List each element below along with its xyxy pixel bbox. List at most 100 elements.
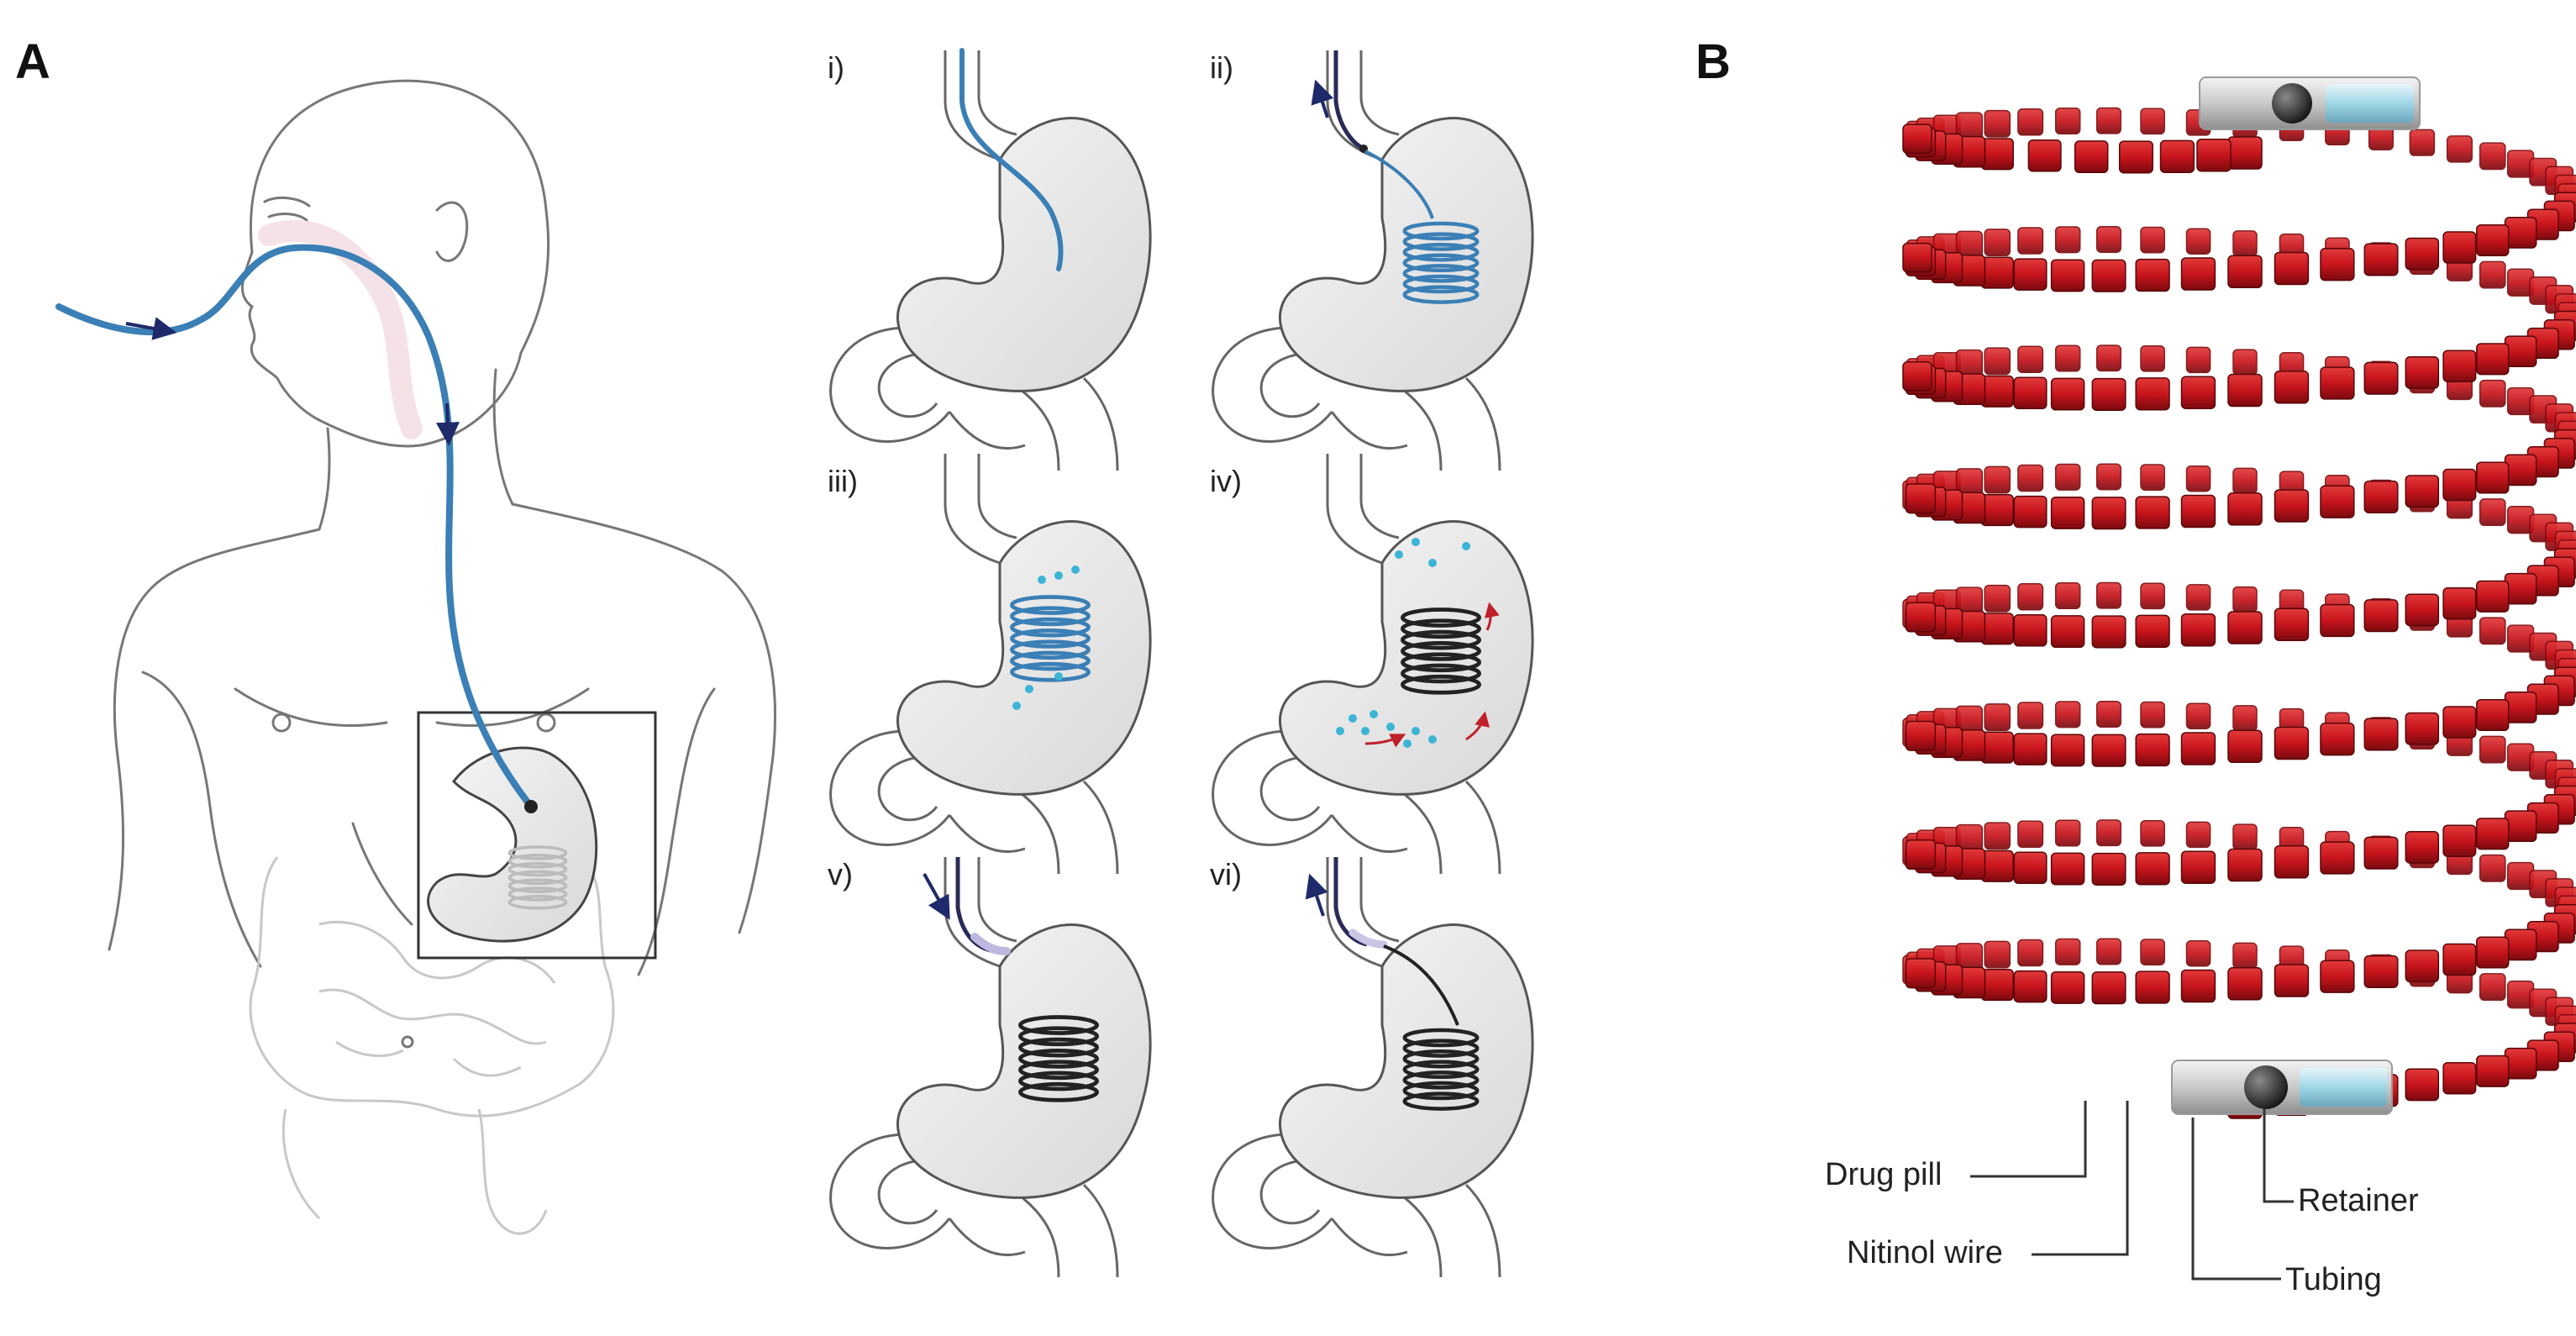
drug-pill-segment: [2140, 939, 2165, 965]
drug-pill-segment: [2135, 970, 2170, 1004]
drug-pill-segment: [2227, 492, 2263, 526]
drug-pill-segment: [2476, 580, 2510, 613]
drug-pill-segment: [2227, 611, 2263, 644]
drug-pill-segment: [2442, 586, 2477, 620]
drug-pill-segment: [2446, 135, 2473, 163]
drug-pill-segment: [2363, 718, 2399, 751]
drug-pill-segment: [2227, 373, 2263, 408]
drug-pill-segment: [2363, 955, 2399, 988]
drug-pill-segment: [2476, 1055, 2510, 1087]
drug-pill-segment: [2017, 345, 2044, 374]
drug-pill-segment: [2013, 733, 2048, 765]
drug-pill-segment: [2091, 971, 2127, 1005]
drug-pill-segment: [1984, 703, 2011, 732]
step-label-v: v): [828, 857, 853, 892]
drug-pill-segment: [1905, 839, 1937, 871]
drug-pill-segment: [2274, 489, 2310, 523]
drug-pill-segment: [2185, 702, 2211, 729]
drug-pill-segment: [2232, 467, 2258, 495]
drug-pill-segment: [1984, 229, 2011, 257]
drug-pill-segment: [2232, 705, 2258, 732]
drug-pill-segment: [2180, 969, 2216, 1003]
drug-pill-segment: [2135, 852, 2170, 886]
down-arrow: [436, 402, 460, 446]
step-label-iv: iv): [1210, 464, 1242, 498]
drug-pill-segment: [2363, 836, 2399, 870]
tube-tip: [524, 800, 538, 813]
drug-pill-segment: [2135, 614, 2170, 648]
drug-pill-segment: [2017, 820, 2044, 849]
drug-pill-segment: [2050, 496, 2085, 529]
drug-pill-segment: [2479, 142, 2506, 171]
step-iv-stomach: [1212, 452, 1534, 876]
drug-pill-segment: [2017, 464, 2044, 492]
drug-pill-segment: [2409, 129, 2436, 156]
drug-pill-segment: [2091, 497, 2127, 530]
drug-pill-segment: [2050, 615, 2085, 649]
callout-nitinol-wire: Nitinol wire: [1847, 1235, 2003, 1270]
drug-pill-segment: [2320, 603, 2355, 638]
drug-pill-segment: [2227, 136, 2263, 170]
drug-pill-segment: [2054, 463, 2081, 491]
human-figure: [108, 79, 776, 1049]
drug-pill-segment: [1980, 256, 2014, 289]
drug-pill-segment: [2054, 581, 2081, 610]
throat-highlight: [258, 219, 423, 439]
drug-pill-segment: [2405, 949, 2440, 983]
drug-pill-segment: [1905, 720, 1937, 751]
drug-pill-segment: [2405, 355, 2440, 389]
drug-pill-segment: [1984, 822, 2011, 850]
drug-pill-segment: [2013, 258, 2048, 291]
drug-pill-segment: [2091, 615, 2127, 649]
drug-pill-segment: [2054, 345, 2081, 372]
drug-pill-segment: [1980, 969, 2014, 1002]
drug-pill-segment: [2017, 939, 2044, 967]
drug-pill-segment: [2180, 732, 2216, 765]
drug-pill-segment: [2274, 608, 2310, 642]
drug-pill-segment: [2185, 228, 2211, 255]
step-vi-stomach: [1212, 855, 1534, 1279]
top-capsule: [2199, 76, 2421, 130]
drug-pill-segment: [2091, 377, 2127, 411]
panel-label-b: B: [1695, 34, 1731, 89]
drug-pill-segment: [2405, 830, 2440, 864]
drug-pill-segment: [2232, 823, 2258, 850]
drug-pill-segment: [1902, 124, 1932, 155]
drug-pill-segment: [2185, 346, 2211, 374]
drug-pill-segment: [2442, 824, 2477, 857]
drug-pill-segment: [2185, 465, 2211, 492]
drug-pill-segment: [1984, 465, 2011, 494]
drug-pill-segment: [2227, 255, 2263, 289]
drug-pill-segment: [1980, 613, 2014, 645]
drug-pill-segment: [2405, 712, 2440, 745]
drug-pill-segment: [2185, 584, 2211, 611]
drug-pill-segment: [2320, 485, 2355, 518]
drug-pill-segment: [2095, 938, 2121, 965]
drug-pill-segment: [2479, 973, 2506, 1002]
step-i-stomach: [829, 48, 1152, 472]
step-label-i: i): [828, 50, 844, 85]
drug-pill-segment: [2479, 379, 2506, 408]
drug-pill-segment: [2320, 841, 2355, 875]
entry-arrow: [125, 317, 177, 340]
drug-pill-segment: [2405, 593, 2440, 627]
drug-pill-segment: [2405, 1068, 2440, 1102]
drug-pill-segment: [2017, 583, 2044, 611]
drug-pill-segment: [2185, 939, 2211, 967]
callout-retainer: Retainer: [2298, 1183, 2419, 1218]
drug-pill-segment: [2504, 928, 2537, 961]
drug-pill-segment: [2504, 692, 2537, 723]
coil-device: [1902, 107, 2576, 1119]
drug-pill-segment: [2180, 613, 2216, 647]
drug-pill-segment: [2050, 970, 2085, 1004]
drug-pill-segment: [2320, 248, 2355, 281]
drug-pill-segment: [2140, 819, 2165, 847]
drug-pill-segment: [2017, 108, 2044, 136]
drug-pill-segment: [2320, 366, 2355, 400]
drug-pill-segment: [2274, 726, 2310, 760]
drug-pill-segment: [2442, 350, 2477, 382]
step-iii-stomach: [829, 452, 1152, 876]
drug-pill-segment: [2320, 723, 2355, 756]
drug-pill-segment: [2140, 345, 2165, 372]
drug-pill-segment: [2232, 942, 2258, 970]
